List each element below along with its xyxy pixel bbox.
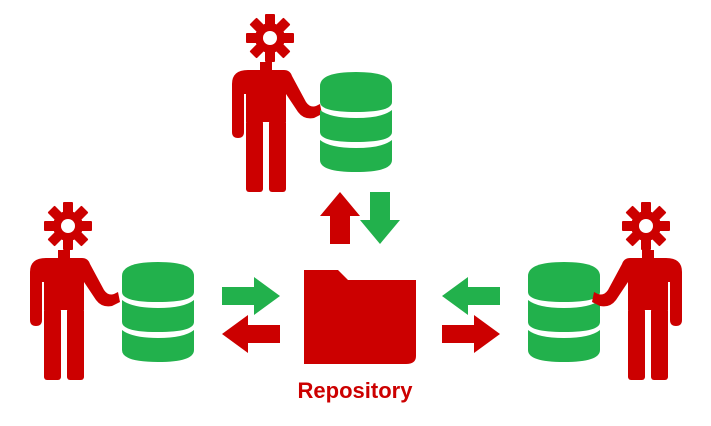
person-icon <box>30 250 120 380</box>
arrow-left-icon <box>442 277 500 315</box>
user-left <box>30 192 120 380</box>
gear-icon <box>612 192 680 260</box>
person-icon <box>592 250 682 380</box>
user-right <box>592 192 682 380</box>
gear-icon <box>34 192 102 260</box>
gear-icon <box>236 4 304 72</box>
database-icon <box>320 72 392 172</box>
database-icon <box>122 262 194 362</box>
arrow-right-icon <box>442 315 500 353</box>
user-top <box>232 4 322 192</box>
arrow-up-icon <box>320 192 360 244</box>
folder-icon <box>304 270 416 364</box>
database-icon <box>528 262 600 362</box>
arrow-right-icon <box>222 277 280 315</box>
person-icon <box>232 62 322 192</box>
arrow-left-icon <box>222 315 280 353</box>
arrow-down-icon <box>360 192 400 244</box>
repository-label: Repository <box>297 378 413 403</box>
